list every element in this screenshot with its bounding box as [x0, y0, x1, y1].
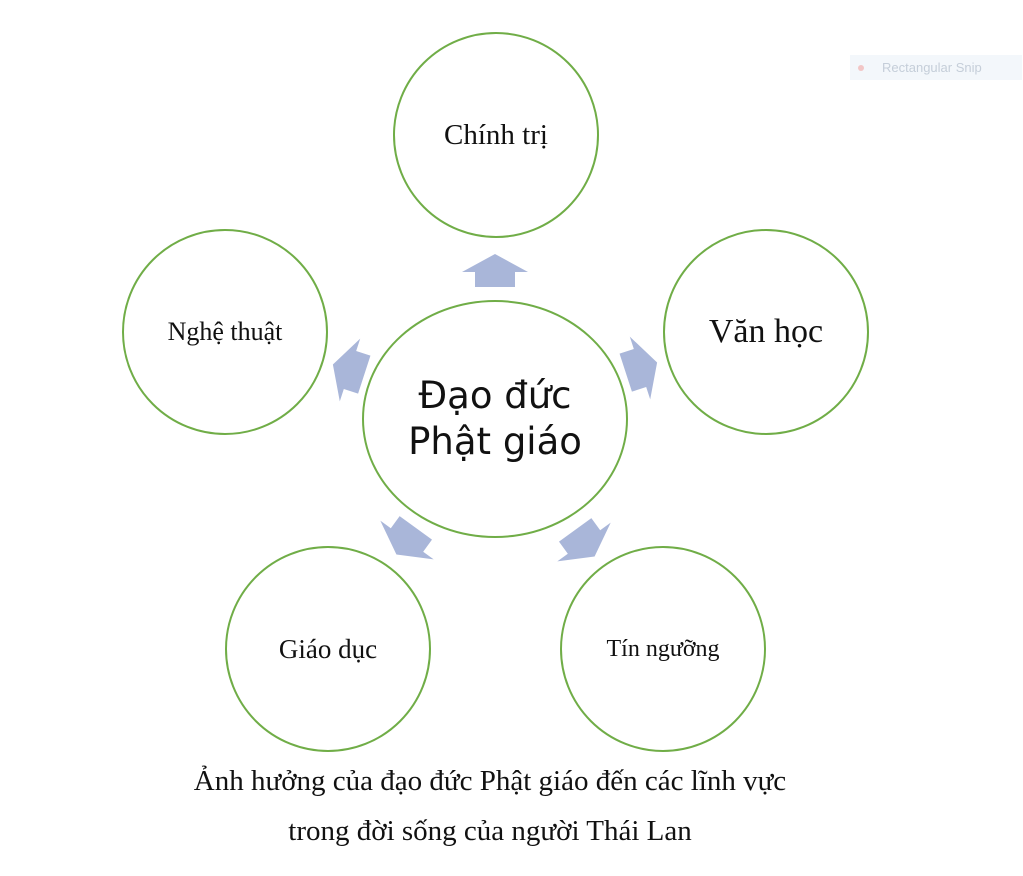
center-node-line1: Đạo đức	[418, 373, 572, 417]
node-van-hoc-label: Văn học	[708, 313, 824, 350]
arrow-to-van-hoc	[619, 336, 658, 400]
node-nghe-thuat-label: Nghệ thuật	[167, 317, 283, 346]
record-dot-icon	[858, 64, 864, 71]
caption-line-2: trong đời sống của người Thái Lan	[288, 815, 692, 847]
node-chinh-tri-label: Chính trị	[444, 118, 548, 151]
arrow-to-tin-nguong	[557, 518, 611, 562]
arrow-to-chinh-tri	[462, 254, 528, 287]
node-tin-nguong-label: Tín ngưỡng	[606, 635, 720, 662]
node-tin-nguong: Tín ngưỡng	[560, 546, 766, 752]
node-van-hoc: Văn học	[663, 229, 869, 435]
node-nghe-thuat: Nghệ thuật	[122, 229, 328, 435]
center-node-line2: Phật giáo	[408, 420, 582, 463]
arrow-to-nghe-thuat	[332, 338, 371, 402]
rectangular-snip-overlay[interactable]: Rectangular Snip	[850, 55, 1022, 80]
node-giao-duc: Giáo dục	[225, 546, 431, 752]
node-chinh-tri: Chính trị	[393, 32, 599, 238]
arrow-to-giao-duc	[380, 516, 434, 560]
center-node: Đạo đức Phật giáo	[362, 300, 628, 538]
rectangular-snip-label: Rectangular Snip	[882, 60, 982, 75]
caption-line-1: Ảnh hưởng của đạo đức Phật giáo đến các …	[193, 765, 787, 797]
node-giao-duc-label: Giáo dục	[278, 633, 378, 664]
